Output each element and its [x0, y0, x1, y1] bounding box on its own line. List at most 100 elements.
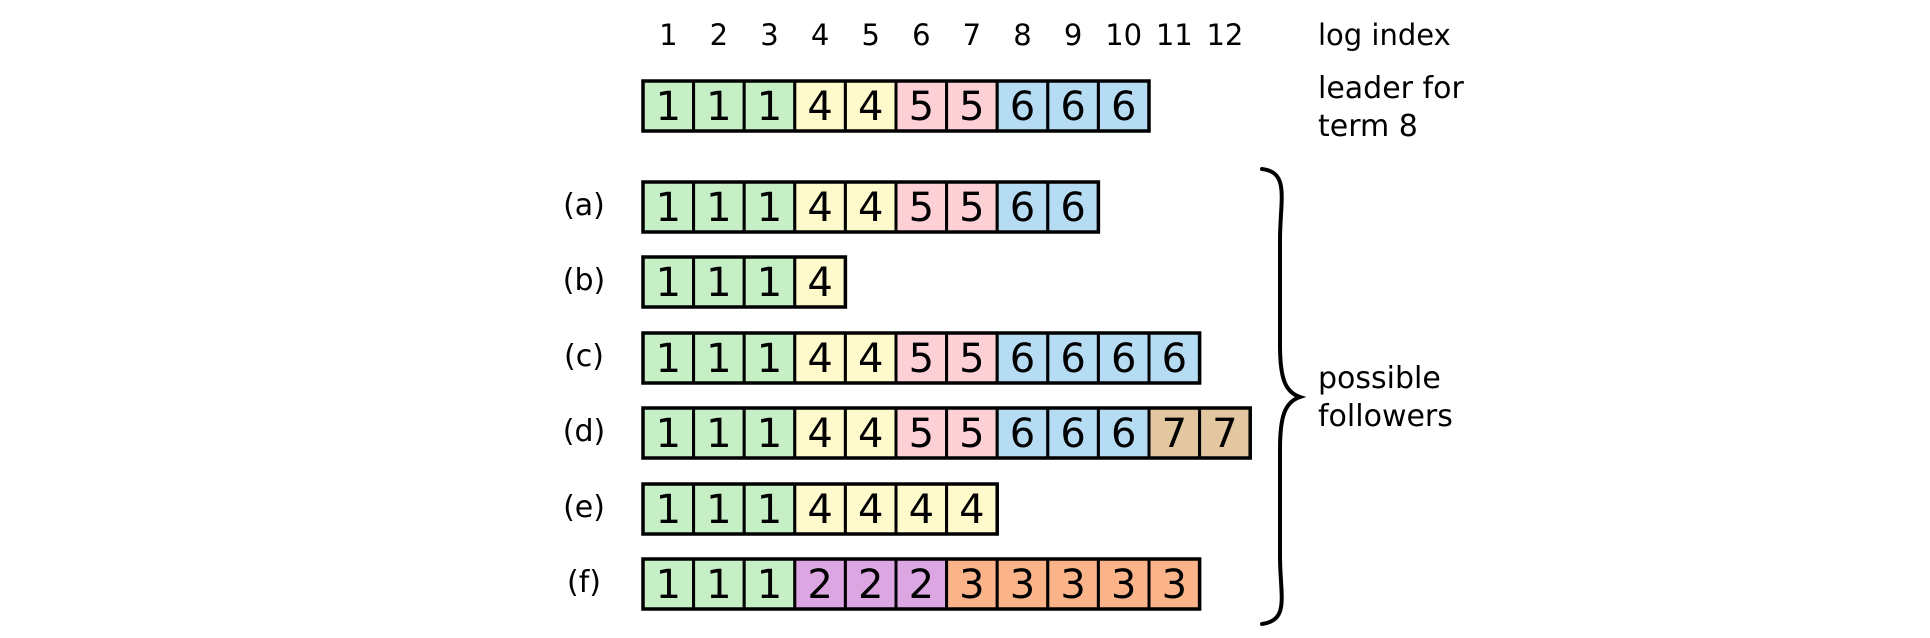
follower-a-entry-2-term: 1: [706, 185, 731, 231]
follower-b-entry-1-term: 1: [656, 260, 681, 306]
follower-f-entry-5: [843, 557, 898, 611]
log-index-11: 11: [1156, 18, 1193, 52]
follower-b-entry-4-term: 4: [807, 260, 832, 306]
follower-e-border: [641, 482, 999, 536]
leader-entry-2-term: 1: [706, 84, 731, 130]
follower-d-entry-5-term: 4: [858, 411, 883, 457]
follower-e-entry-7-term: 4: [959, 487, 984, 533]
follower-d-entry-12-term: 7: [1212, 411, 1237, 457]
followers-label-line-2: followers: [1318, 399, 1453, 434]
follower-c-entry-8-term: 6: [1010, 336, 1035, 382]
follower-d-entry-1-term: 1: [656, 411, 681, 457]
follower-c-entry-10-term: 6: [1111, 336, 1136, 382]
follower-f-entry-4-term: 2: [807, 562, 832, 608]
follower-d-entry-10-term: 6: [1111, 411, 1136, 457]
log-index-10: 10: [1105, 18, 1142, 52]
log-index-12: 12: [1206, 18, 1243, 52]
follower-e-entry-5-term: 4: [858, 487, 883, 533]
follower-c-entry-3-term: 1: [757, 336, 782, 382]
follower-d-border: [641, 406, 1252, 460]
follower-e-entry-6-term: 4: [909, 487, 934, 533]
follower-f-entry-6-term: 2: [909, 562, 934, 608]
follower-b-border: [641, 255, 848, 309]
log-index-9: 9: [1064, 18, 1082, 52]
follower-d-entry-4-term: 4: [807, 411, 832, 457]
follower-a-entry-5-term: 4: [858, 185, 883, 231]
follower-label: (d): [563, 414, 605, 449]
log-index-6: 6: [912, 18, 930, 52]
follower-f-entry-4: [793, 557, 847, 611]
follower-d-entry-9-term: 6: [1060, 411, 1085, 457]
follower-f-entry-1-term: 1: [656, 562, 681, 608]
follower-c-entry-4: [793, 331, 847, 385]
follower-a-entry-3-term: 1: [757, 185, 782, 231]
leader-entry-7-term: 5: [959, 84, 984, 130]
leader-entry-6-term: 5: [909, 84, 934, 130]
leader-entry-10-term: 6: [1111, 84, 1136, 130]
follower-d-entry-11-term: 7: [1162, 411, 1187, 457]
leader-entry-8-term: 6: [1010, 84, 1035, 130]
follower-d-entry-8-term: 6: [1010, 411, 1035, 457]
follower-c-entry-4-term: 4: [807, 336, 832, 382]
leader-label-line-1: leader for: [1318, 71, 1464, 106]
follower-f-entry-6: [894, 557, 949, 611]
follower-f-entry-5-term: 2: [858, 562, 883, 608]
leader-entry-3-term: 1: [757, 84, 782, 130]
follower-d-entry-3-term: 1: [757, 411, 782, 457]
log-index-2: 2: [710, 18, 728, 52]
leader-entry-1-term: 1: [656, 84, 681, 130]
follower-f-entry-8-term: 3: [1010, 562, 1035, 608]
follower-c-entry-6-term: 5: [909, 336, 934, 382]
follower-d-entry-7-term: 5: [959, 411, 984, 457]
follower-c-entry-9-term: 6: [1060, 336, 1085, 382]
follower-a-entry-4-term: 4: [807, 185, 832, 231]
leader-entry-8: [995, 79, 1050, 133]
follower-a-entry-1: [641, 180, 696, 234]
leader-entry-9-term: 6: [1060, 84, 1085, 130]
follower-f-entry-11: [1147, 557, 1202, 611]
follower-a-border: [641, 180, 1101, 234]
follower-label: (a): [563, 188, 605, 223]
follower-e-entry-2-term: 1: [706, 487, 731, 533]
log-index-label: log index: [1318, 18, 1451, 52]
follower-c-entry-5-term: 4: [858, 336, 883, 382]
log-index-3: 3: [760, 18, 778, 52]
follower-c-entry-1-term: 1: [656, 336, 681, 382]
leader-entry-5-term: 4: [858, 84, 883, 130]
follower-a-entry-9-term: 6: [1060, 185, 1085, 231]
follower-label: (b): [563, 263, 605, 298]
follower-label: (c): [564, 339, 604, 374]
follower-c-entry-11-term: 6: [1162, 336, 1187, 382]
follower-a-entry-6-term: 5: [909, 185, 934, 231]
follower-label: (e): [563, 490, 605, 525]
follower-e-entry-6: [894, 482, 949, 536]
follower-c-entry-7-term: 5: [959, 336, 984, 382]
log-index-1: 1: [659, 18, 677, 52]
followers-brace: [1260, 167, 1307, 626]
follower-e-entry-1-term: 1: [656, 487, 681, 533]
follower-label: (f): [567, 565, 601, 600]
follower-e-entry-1: [641, 482, 696, 536]
follower-b-entry-2-term: 1: [706, 260, 731, 306]
followers-label-line-1: possible: [1318, 361, 1441, 396]
follower-c-entry-2-term: 1: [706, 336, 731, 382]
log-index-7: 7: [963, 18, 981, 52]
follower-f-entry-10-term: 3: [1111, 562, 1136, 608]
follower-d-entry-6-term: 5: [909, 411, 934, 457]
log-index-4: 4: [811, 18, 829, 52]
follower-c-border: [641, 331, 1202, 385]
leader-border: [641, 79, 1151, 133]
follower-f-entry-9-term: 3: [1060, 562, 1085, 608]
follower-f-entry-2-term: 1: [706, 562, 731, 608]
follower-a-entry-8-term: 6: [1010, 185, 1035, 231]
follower-f-entry-7-term: 3: [959, 562, 984, 608]
leader-label-line-2: term 8: [1318, 109, 1418, 144]
